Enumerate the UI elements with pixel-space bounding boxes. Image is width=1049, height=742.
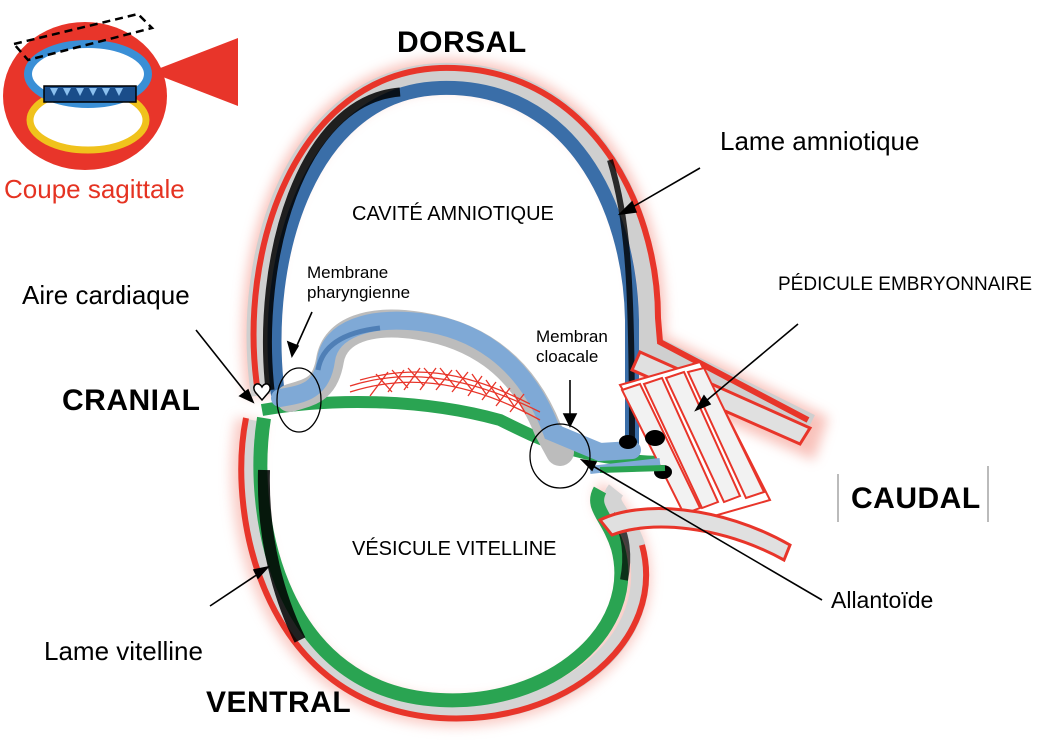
label-cranial: CRANIAL [62,384,201,418]
label-aire-cardiaque: Aire cardiaque [22,280,190,311]
inset-sagittal-icon [3,14,238,170]
heart-icon [254,384,270,400]
inset-caption: Coupe sagittale [4,174,185,205]
label-membrane-cloacale: Membran cloacale [536,327,608,367]
label-lame-amniotique: Lame amniotique [720,126,919,157]
label-vesicule-vitelline: VÉSICULE VITELLINE [352,538,557,561]
label-caudal: CAUDAL [851,482,981,516]
label-membrane-pharyngienne: Membrane pharyngienne [307,263,410,303]
label-pedicule-embryonnaire: PÉDICULE EMBRYONNAIRE [778,274,1032,296]
yolk-grey-shell [247,420,640,713]
label-ventral: VENTRAL [206,686,351,720]
label-allantoide: Allantoïde [831,587,933,614]
label-lame-vitelline: Lame vitelline [44,636,203,667]
label-dorsal: DORSAL [397,26,527,60]
label-cavite-amniotique: CAVITÉ AMNIOTIQUE [352,203,554,226]
